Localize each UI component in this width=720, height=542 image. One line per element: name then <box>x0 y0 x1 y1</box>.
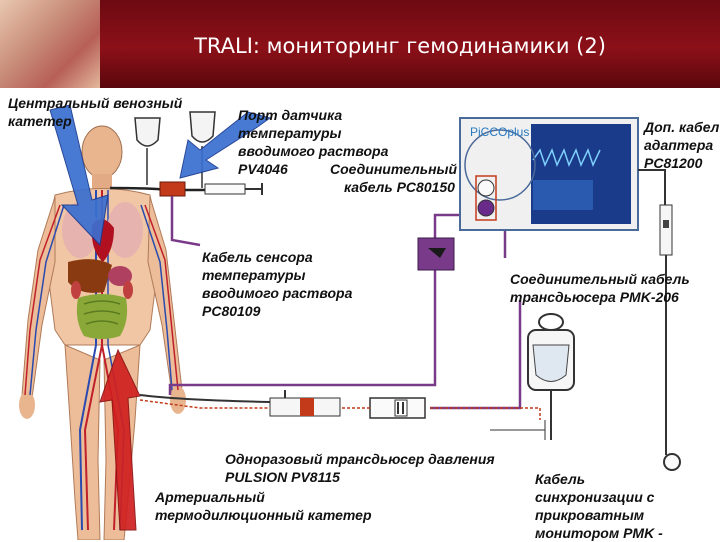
port-pointer-arrow <box>179 111 272 179</box>
sync-cable-plug <box>663 453 681 471</box>
slide-title: TRALI: мониторинг гемодинамики (2) <box>194 34 606 58</box>
label-arterial-catheter: Артериальный термодилюционный катетер <box>155 489 372 523</box>
label-adapter-cable: Доп. кабел адаптера PC81200 <box>644 119 720 171</box>
temperature-port-connector <box>159 181 186 197</box>
arterial-line-assembly <box>269 390 341 417</box>
picco-monitor <box>459 117 639 231</box>
adapter-connector <box>659 204 673 256</box>
pressure-transducer <box>369 397 426 419</box>
pressure-bag <box>527 313 575 391</box>
iv-bag-left <box>134 117 161 185</box>
syringe <box>204 183 263 195</box>
label-transducer-cable: Соединительный кабель трансдьюсера PMK-2… <box>510 271 690 305</box>
intestines <box>76 294 128 339</box>
label-sync-cable: Кабель синхронизации с прикроватным мони… <box>535 471 663 541</box>
anatomy-thumbnail-image <box>0 0 100 88</box>
arterial-arrow <box>99 348 141 531</box>
label-pressure-transducer: Одноразовый трансдьюсер давления PULSION… <box>225 451 495 485</box>
sensor-connector-block <box>417 237 455 271</box>
label-connection-cable-pc80150: Соединительный кабель PC80150 <box>330 161 458 195</box>
label-sensor-cable: Кабель сенсора температуры вводимого рас… <box>202 249 353 319</box>
monitor-brand-label: PiCCOplus <box>470 125 530 139</box>
label-temperature-port: Порт датчика температуры вводимого раств… <box>238 107 389 177</box>
central-venous-arrow <box>49 104 109 247</box>
header-banner: TRALI: мониторинг гемодинамики (2) <box>0 0 720 88</box>
monitor-dial <box>464 129 536 201</box>
stomach <box>108 266 132 286</box>
